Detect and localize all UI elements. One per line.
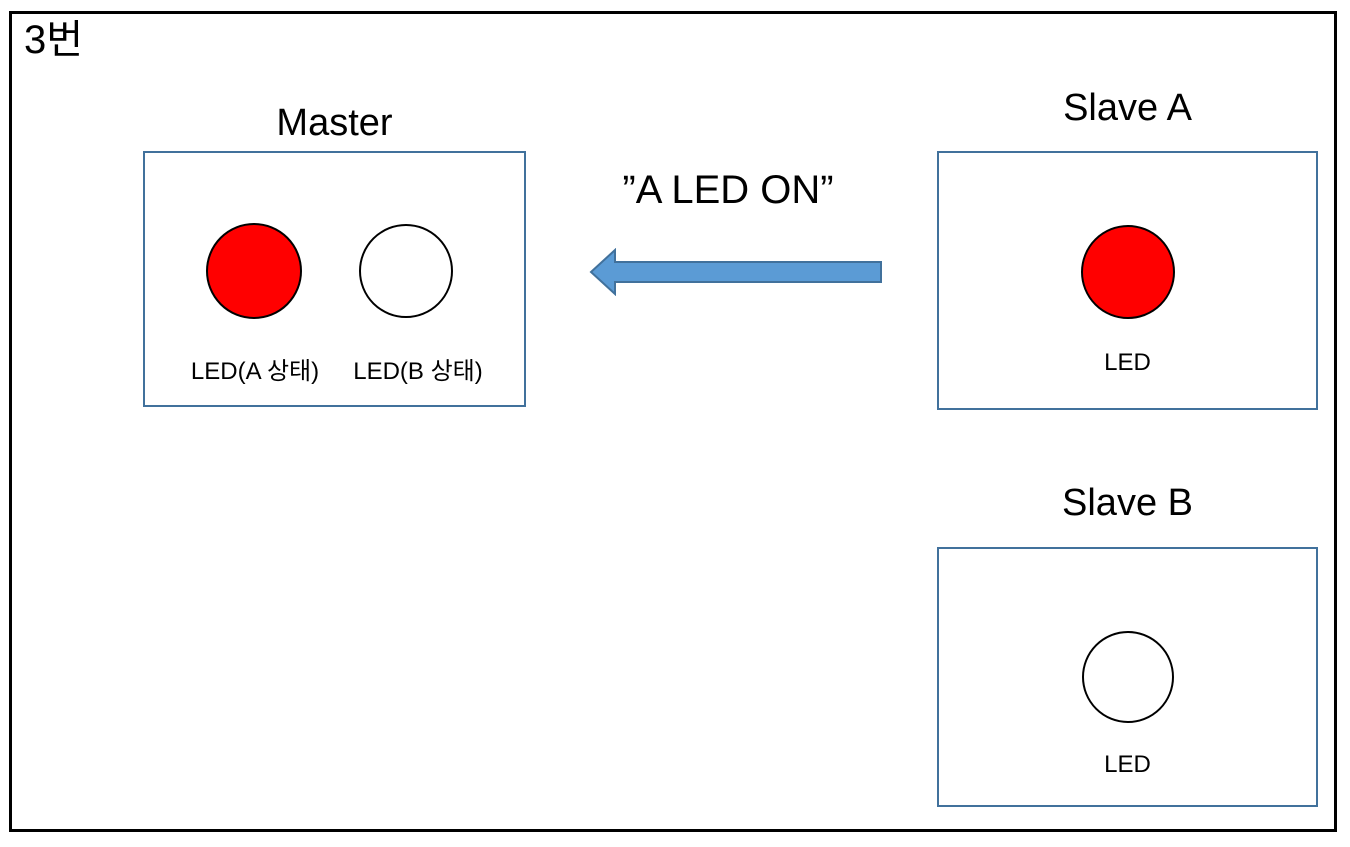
master-led-a-indicator — [206, 223, 302, 319]
slave-a-title: Slave A — [1063, 87, 1192, 129]
master-title: Master — [276, 102, 393, 144]
page-number-label: 3번 — [24, 18, 84, 62]
master-led-b-indicator — [359, 224, 453, 318]
slave-a-led-label: LED — [1104, 349, 1151, 376]
slave-a-led-indicator — [1081, 225, 1175, 319]
master-led-a-label: LED(A 상태) — [190, 358, 320, 385]
slave-b-title: Slave B — [1062, 482, 1193, 524]
slave-b-led-indicator — [1082, 631, 1174, 723]
left-arrow-icon — [589, 248, 883, 296]
slave-b-box: LED — [937, 547, 1318, 807]
slave-b-led-label: LED — [1104, 751, 1151, 778]
slave-a-box: LED — [937, 151, 1318, 410]
master-box: LED(A 상태) LED(B 상태) — [143, 151, 526, 407]
master-led-b-label: LED(B 상태) — [353, 358, 483, 385]
message-label: ”A LED ON” — [622, 168, 834, 212]
